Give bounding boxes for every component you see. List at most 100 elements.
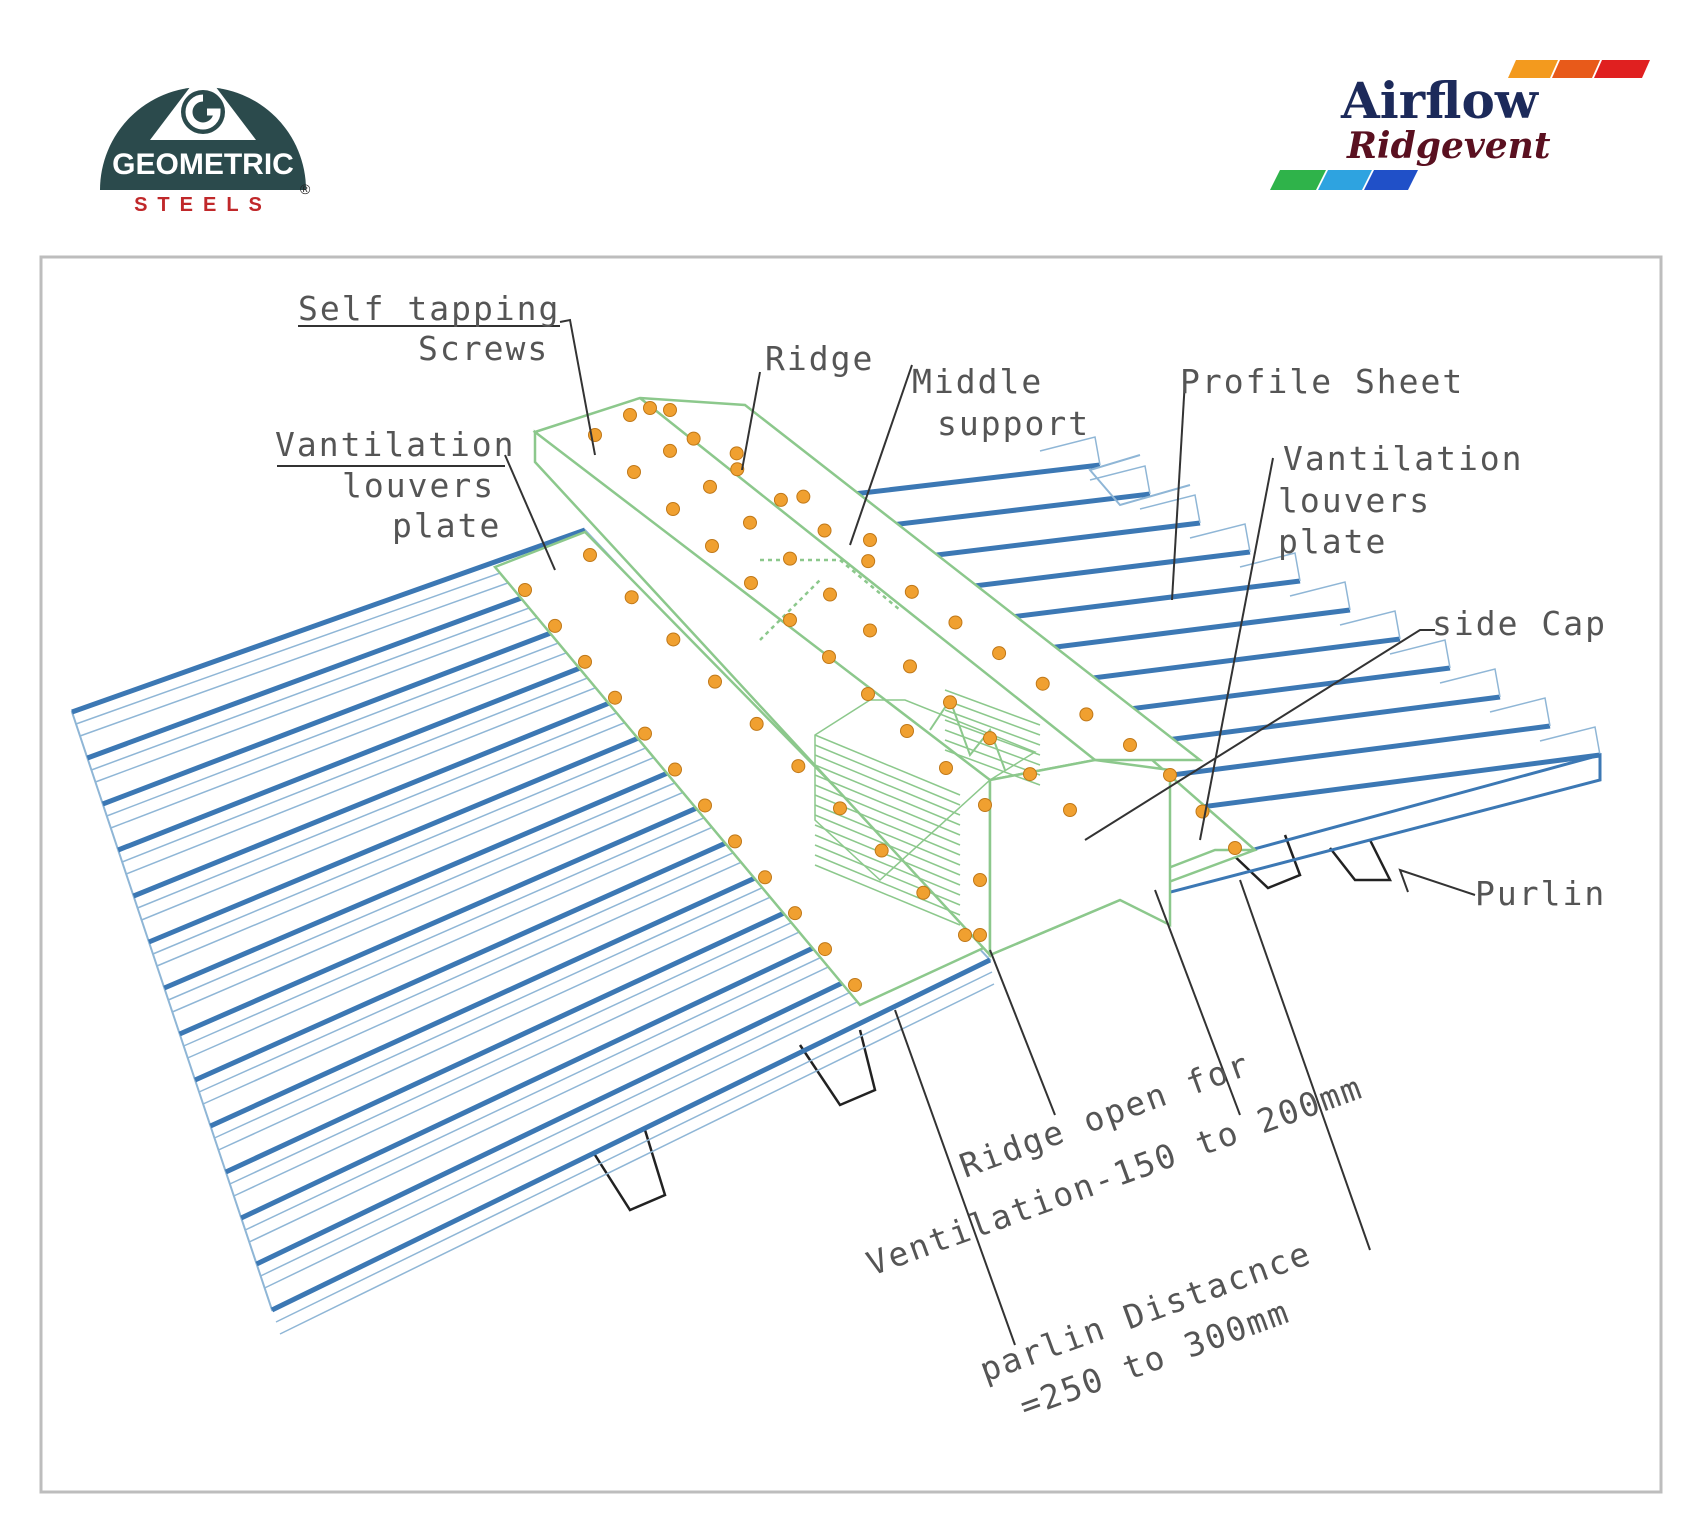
screw-dot: [861, 554, 876, 569]
screw-dot: [608, 690, 622, 705]
screw-dot: [698, 798, 712, 813]
geometric-steels-logo: GEOMETRIC STEELS ®: [100, 70, 311, 216]
screw-dot: [643, 401, 657, 415]
screw-dot: [744, 576, 758, 590]
screw-dot: [992, 646, 1007, 661]
right-sheet-rib: [1110, 723, 1551, 786]
screw-dot: [773, 492, 788, 507]
grille-slat: [814, 854, 961, 916]
grille-slat: [814, 764, 961, 826]
screw-dot: [627, 465, 641, 479]
screw-dot: [1035, 676, 1050, 691]
right-sheet-rib-crest: [1089, 465, 1151, 495]
left-sheet-rib-edge: [275, 971, 993, 1323]
screw-dot: [668, 762, 682, 777]
screw-dot: [973, 928, 987, 942]
registered-mark: ®: [300, 181, 311, 197]
grille-slat: [814, 734, 961, 796]
right-sheet-rib-crest: [1339, 610, 1401, 640]
label-vent-right-3: plate: [1278, 522, 1387, 561]
screw-dot: [666, 632, 681, 647]
screw-dot: [817, 523, 832, 538]
screw-dot: [796, 489, 811, 504]
right-sheet-rib: [933, 549, 1251, 594]
left-sheet-rib-edge: [233, 884, 901, 1197]
left-sheet-rib-edge: [279, 983, 995, 1335]
louver-grille: [814, 689, 1041, 926]
grille-slat: [944, 689, 1041, 726]
right-sheet-rib: [962, 578, 1301, 626]
screw-dot: [958, 928, 972, 942]
right-sheet-rib: [1139, 752, 1601, 818]
grille-slat: [944, 709, 1041, 746]
label-profile-sheet: Profile Sheet: [1180, 362, 1464, 401]
screw-dot: [788, 906, 802, 921]
screw-dot: [1079, 707, 1094, 722]
left-sheet-rib: [71, 527, 586, 715]
screw-dot: [705, 539, 719, 553]
screw-dot: [743, 515, 757, 530]
screw-dot: [729, 446, 744, 461]
left-sheet-rib-edge: [168, 739, 775, 1001]
left-sheet-rib-edge: [187, 784, 808, 1059]
screw-dot: [900, 724, 914, 738]
screw-dot: [939, 761, 953, 775]
right-sheet-rib: [903, 520, 1201, 562]
label-vent-right-1: Vantilation: [1283, 439, 1524, 478]
screw-dot: [758, 870, 772, 885]
screw-dot: [1063, 803, 1077, 817]
ridge-end-face: [988, 758, 1172, 957]
left-sheet-rib-edge: [172, 751, 777, 1013]
steels-text: STEELS: [134, 194, 272, 216]
screw-dot: [822, 650, 836, 664]
left-sheet-rib-edge: [214, 839, 868, 1139]
screw-dot: [548, 618, 562, 633]
screw-dot: [783, 551, 797, 566]
grille-slat: [814, 744, 961, 806]
grille-slat: [814, 824, 961, 886]
label-screws: Screws: [418, 329, 549, 368]
left-profile-sheet: [70, 527, 995, 1335]
screw-dot: [943, 695, 957, 710]
ridge-vent: [532, 396, 1258, 959]
screw-dot: [863, 533, 877, 547]
grille-slat: [814, 754, 961, 816]
right-sheet-rib-crest: [1239, 552, 1301, 582]
label-vent-right-2: louvers: [1278, 481, 1431, 520]
label-purlin: Purlin: [1475, 874, 1606, 913]
left-sheet-rib-edge: [248, 917, 933, 1243]
self-tapping-screws: [518, 401, 1242, 992]
left-sheet-rib-edge: [183, 772, 806, 1047]
screw-dot: [863, 623, 877, 638]
screw-dot: [1163, 768, 1177, 782]
right-sheet-rib: [874, 491, 1151, 530]
screw-dot: [518, 583, 532, 597]
label-underlines: [277, 325, 560, 467]
grille-slat: [944, 739, 1041, 776]
right-sheet-rib-crest: [1139, 494, 1201, 524]
right-sheet-rib-crest: [1539, 726, 1601, 756]
grille-slat: [814, 774, 961, 836]
left-sheet-rib-edge: [264, 950, 964, 1289]
screw-dot: [583, 548, 597, 562]
geometric-brand-text: GEOMETRIC: [112, 148, 294, 181]
left-sheet-rib-edge: [218, 851, 870, 1151]
screw-dot: [686, 431, 701, 446]
screw-dot: [833, 801, 847, 816]
right-sheet-rib-crest: [1489, 697, 1551, 727]
left-sheet-rib-edge: [244, 905, 931, 1231]
screw-dot: [728, 834, 742, 849]
grille-slat: [814, 834, 961, 896]
leader-lines: [504, 318, 1476, 1346]
screw-dot: [703, 479, 717, 494]
screw-dot: [663, 403, 677, 417]
screw-dot: [1023, 767, 1037, 782]
screw-dot: [978, 798, 992, 812]
screw-dot: [624, 590, 639, 605]
screw-dot: [638, 726, 652, 741]
label-support: support: [937, 404, 1090, 443]
grille-slat: [814, 784, 961, 846]
grille-slat: [814, 844, 961, 906]
screw-dot: [623, 408, 637, 422]
